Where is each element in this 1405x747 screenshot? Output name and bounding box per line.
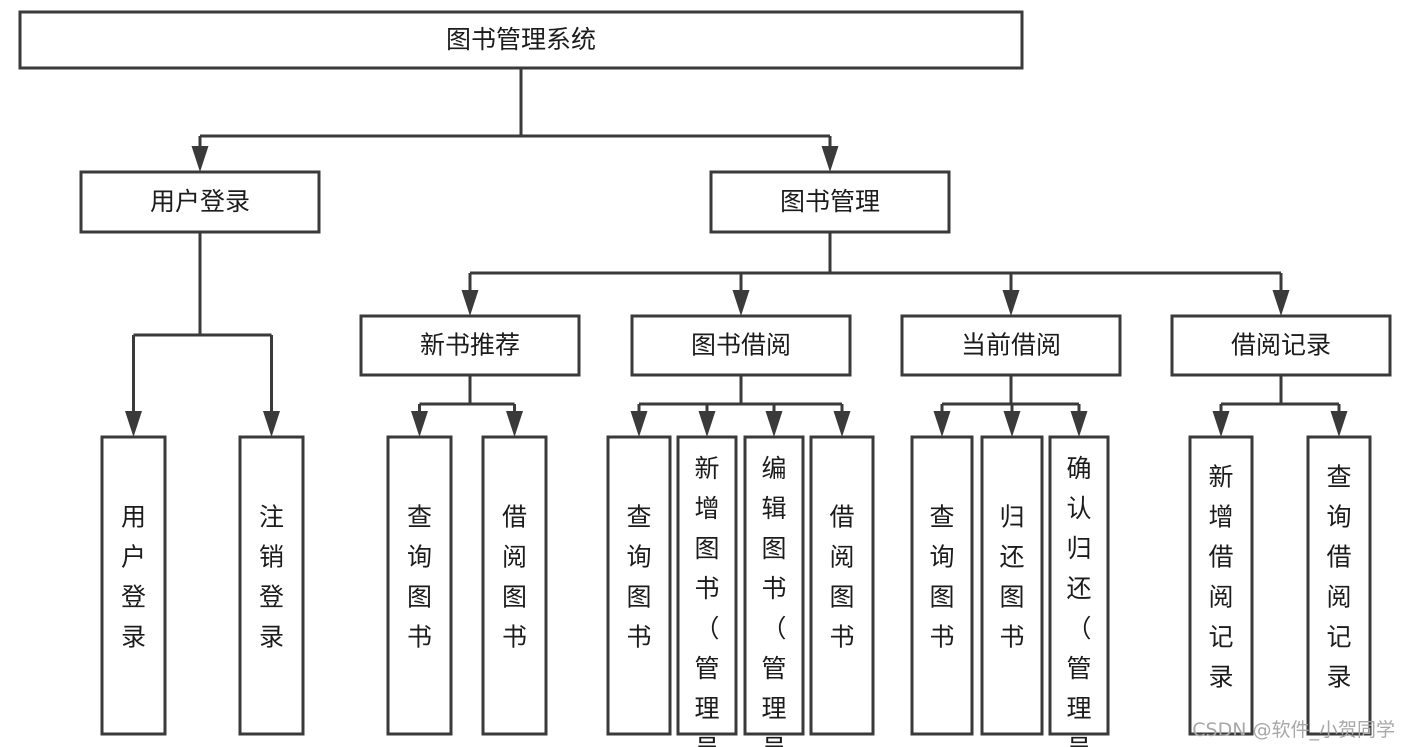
node-box bbox=[481, 435, 548, 736]
node-box bbox=[18, 10, 1024, 70]
node-label: 当前借阅 bbox=[961, 331, 1061, 360]
node-box bbox=[910, 435, 974, 736]
node-label: 编辑图书（管理员） bbox=[761, 454, 786, 747]
csdn-watermark: CSDN @软件_小贺同学 bbox=[1192, 719, 1395, 741]
node-add-book[interactable]: 新增图书（管理员） bbox=[676, 435, 738, 747]
arrow-head-icon bbox=[698, 411, 716, 437]
node-box bbox=[79, 170, 321, 234]
arrow-head-icon bbox=[1212, 411, 1230, 437]
node-box bbox=[359, 314, 581, 377]
connector-group bbox=[630, 375, 851, 437]
node-label: 新增图书（管理员） bbox=[694, 454, 719, 747]
arrow-head-icon bbox=[1272, 290, 1290, 316]
node-label: 图书借阅 bbox=[691, 331, 791, 360]
node-borrow-record[interactable]: 借阅记录 bbox=[1170, 314, 1392, 377]
node-box bbox=[709, 170, 951, 234]
arrow-head-icon bbox=[1330, 411, 1348, 437]
arrow-head-icon bbox=[411, 411, 428, 437]
connector-group bbox=[1212, 375, 1348, 437]
node-book-borrow[interactable]: 图书借阅 bbox=[630, 314, 852, 377]
connector-layer bbox=[125, 68, 1348, 437]
node-book-mgmt[interactable]: 图书管理 bbox=[709, 170, 951, 234]
node-return-book[interactable]: 归还图书 bbox=[980, 435, 1044, 736]
node-label: 借阅记录 bbox=[1231, 331, 1331, 360]
node-label: 图书管理 bbox=[780, 187, 880, 216]
node-label: 新书推荐 bbox=[420, 331, 520, 360]
node-current-borrow[interactable]: 当前借阅 bbox=[900, 314, 1122, 377]
connector-group bbox=[191, 68, 839, 172]
node-box bbox=[980, 435, 1044, 736]
node-box bbox=[1188, 435, 1254, 736]
node-label: 查询借阅记录 bbox=[1326, 463, 1351, 692]
node-box bbox=[809, 435, 875, 736]
arrow-head-icon bbox=[933, 411, 951, 437]
node-box bbox=[1306, 435, 1372, 736]
arrow-head-icon bbox=[765, 411, 783, 437]
node-box bbox=[386, 435, 453, 736]
arrow-head-icon bbox=[506, 411, 523, 437]
connector-group bbox=[125, 232, 280, 437]
node-box bbox=[1048, 435, 1110, 736]
node-box bbox=[676, 435, 738, 736]
arrow-head-icon bbox=[1002, 290, 1020, 316]
node-label: 用户登录 bbox=[150, 187, 250, 216]
arrow-head-icon bbox=[461, 290, 479, 316]
node-root[interactable]: 图书管理系统 bbox=[18, 10, 1024, 70]
node-box bbox=[630, 314, 852, 377]
node-label: 用户登录 bbox=[121, 503, 146, 652]
node-box bbox=[100, 435, 167, 736]
node-user-login[interactable]: 用户登录 bbox=[79, 170, 321, 234]
node-label: 查询图书 bbox=[407, 503, 432, 652]
node-box bbox=[900, 314, 1122, 377]
node-borrow-book-b[interactable]: 借阅图书 bbox=[809, 435, 875, 736]
node-confirm-return[interactable]: 确认归还（管理员） bbox=[1048, 435, 1110, 747]
node-query-book-c[interactable]: 查询图书 bbox=[910, 435, 974, 736]
node-box bbox=[743, 435, 805, 736]
arrow-head-icon bbox=[263, 411, 280, 437]
node-box bbox=[1170, 314, 1392, 377]
node-box bbox=[606, 435, 672, 736]
node-logout[interactable]: 注销登录 bbox=[238, 435, 305, 736]
node-query-book-b[interactable]: 查询图书 bbox=[606, 435, 672, 736]
connector-group bbox=[933, 375, 1088, 437]
arrow-head-icon bbox=[125, 411, 142, 437]
arrow-head-icon bbox=[191, 146, 209, 172]
node-label: 归还图书 bbox=[999, 503, 1024, 652]
node-label: 注销登录 bbox=[259, 503, 284, 652]
node-edit-book[interactable]: 编辑图书（管理员） bbox=[743, 435, 805, 747]
connector-group bbox=[411, 375, 523, 437]
node-label: 借阅图书 bbox=[829, 503, 854, 652]
arrow-head-icon bbox=[732, 290, 750, 316]
node-new-book-rec[interactable]: 新书推荐 bbox=[359, 314, 581, 377]
arrow-head-icon bbox=[821, 146, 839, 172]
arrow-head-icon bbox=[1003, 411, 1021, 437]
node-borrow-book-rec[interactable]: 借阅图书 bbox=[481, 435, 548, 736]
node-query-record[interactable]: 查询借阅记录 bbox=[1306, 435, 1372, 736]
node-label: 查询图书 bbox=[929, 503, 954, 652]
arrow-head-icon bbox=[1070, 411, 1088, 437]
node-label: 确认归还（管理员） bbox=[1066, 454, 1091, 747]
node-layer: 图书管理系统用户登录图书管理新书推荐图书借阅当前借阅借阅记录用户登录注销登录查询… bbox=[18, 10, 1392, 747]
node-label: 图书管理系统 bbox=[446, 25, 596, 54]
node-label: 借阅图书 bbox=[502, 503, 527, 652]
node-login[interactable]: 用户登录 bbox=[100, 435, 167, 736]
arrow-head-icon bbox=[630, 411, 648, 437]
node-add-record[interactable]: 新增借阅记录 bbox=[1188, 435, 1254, 736]
connector-group bbox=[461, 232, 1290, 316]
node-query-book-rec[interactable]: 查询图书 bbox=[386, 435, 453, 736]
node-box bbox=[238, 435, 305, 736]
node-label: 查询图书 bbox=[626, 503, 651, 652]
arrow-head-icon bbox=[833, 411, 851, 437]
node-label: 新增借阅记录 bbox=[1208, 463, 1233, 692]
